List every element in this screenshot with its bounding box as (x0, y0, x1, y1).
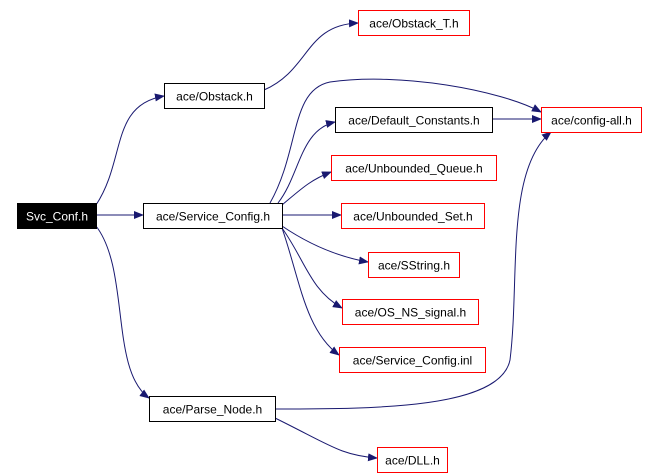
edge-service_config-to-unbounded_queue (281, 171, 332, 206)
node-label: ace/SString.h (378, 259, 450, 273)
edge-service_config-to-config_all (269, 78, 542, 204)
node-label: ace/OS_NS_signal.h (355, 306, 466, 320)
node-label: ace/DLL.h (385, 454, 440, 468)
edge-service_config-to-os_ns_signal (281, 227, 343, 309)
node-default-constants[interactable]: ace/Default_Constants.h (335, 107, 493, 133)
node-sstring[interactable]: ace/SString.h (368, 252, 460, 278)
nodes: Svc_Conf.h ace/Obstack.h ace/Obstack_T.hac… (17, 10, 642, 473)
node-os-ns-signal[interactable]: ace/OS_NS_signal.h (342, 299, 479, 325)
node-box (342, 299, 479, 325)
node-box (143, 203, 283, 229)
edge-parse_node-to-dll (274, 417, 378, 462)
node-label: ace/Obstack.h (176, 90, 253, 104)
edge-svc_conf-to-parse_node (95, 225, 150, 399)
node-box (341, 203, 485, 229)
node-obstack[interactable]: ace/Obstack.h (164, 83, 265, 109)
node-box (149, 396, 276, 422)
node-box (368, 252, 460, 278)
node-box (358, 10, 470, 36)
node-label: ace/Obstack_T.h (369, 17, 458, 31)
node-label: ace/config-all.h (551, 114, 632, 128)
node-label: ace/Service_Config.h (156, 210, 270, 224)
edges (95, 19, 552, 462)
edge-service_config-to-service_config_inl (281, 227, 340, 356)
node-config-all[interactable]: ace/config-all.h (541, 107, 642, 133)
node-label: Svc_Conf.h (26, 210, 88, 224)
edge-service_config-to-default_constants (277, 120, 336, 204)
edge-service_config-to-sstring (281, 225, 369, 265)
node-box (331, 155, 497, 181)
node-service-config-inl[interactable]: ace/Service_Config.inl (339, 347, 486, 373)
node-obstack-t[interactable]: ace/Obstack_T.h (358, 10, 470, 36)
node-box (377, 447, 448, 473)
node-box (17, 203, 97, 229)
node-unbounded-set[interactable]: ace/Unbounded_Set.h (341, 203, 485, 229)
node-label: ace/Default_Constants.h (348, 114, 479, 128)
edge-svc_conf-to-obstack (95, 93, 165, 206)
node-label: ace/Unbounded_Queue.h (345, 162, 482, 176)
node-parse-node[interactable]: ace/Parse_Node.h (149, 396, 276, 422)
node-svc-conf[interactable]: Svc_Conf.h (17, 203, 97, 229)
node-label: ace/Service_Config.inl (353, 354, 472, 368)
node-box (541, 107, 642, 133)
node-box (335, 107, 493, 133)
node-box (339, 347, 486, 373)
node-label: ace/Unbounded_Set.h (353, 210, 472, 224)
node-unbounded-queue[interactable]: ace/Unbounded_Queue.h (331, 155, 497, 181)
node-box (164, 83, 265, 109)
node-service-config[interactable]: ace/Service_Config.h (143, 203, 283, 229)
edge-parse_node-to-config_all (274, 131, 552, 410)
node-label: ace/Parse_Node.h (163, 403, 262, 417)
edge-obstack-to-obstack_t (263, 19, 359, 91)
node-dll[interactable]: ace/DLL.h (377, 447, 448, 473)
